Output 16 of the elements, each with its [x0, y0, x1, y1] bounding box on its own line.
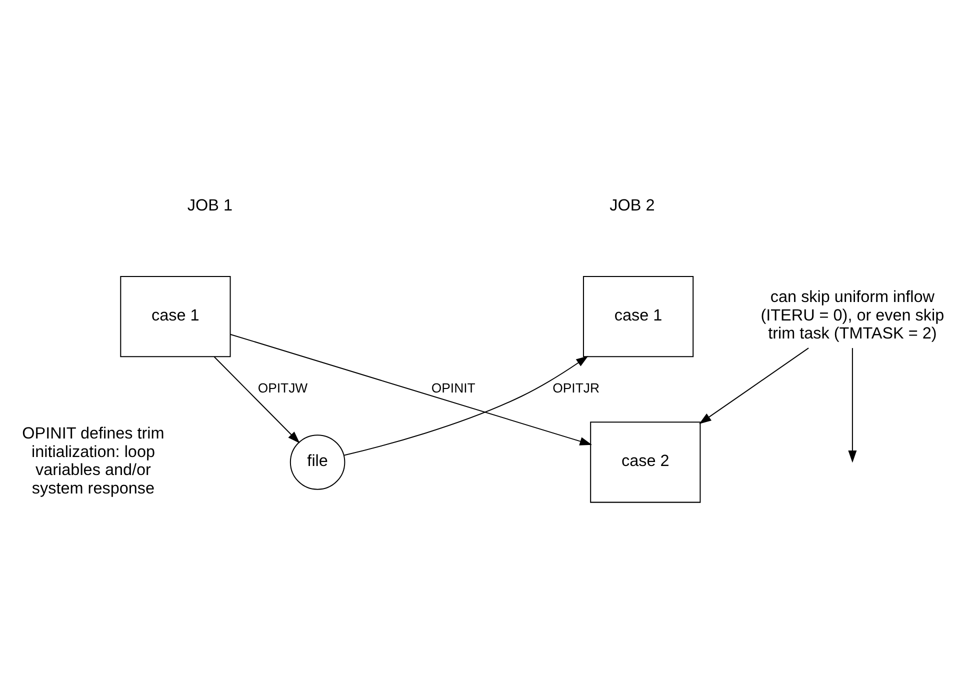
arrow — [344, 356, 588, 456]
node-box: case 2 — [590, 422, 700, 503]
arrow — [698, 348, 808, 424]
edge-label: OPINIT — [430, 380, 475, 396]
label: JOB 2 — [609, 196, 654, 214]
arrow — [848, 348, 856, 463]
arrow — [230, 334, 592, 446]
edge-label: OPITJR — [552, 380, 600, 396]
node-box: case 1 — [582, 276, 694, 358]
label: JOB 1 — [186, 196, 232, 214]
node-circle: file — [289, 434, 345, 490]
edge-label: OPITJW — [257, 380, 308, 396]
node-text: can skip uniform inflow (ITERU = 0), or even skip trim task (TMTASK = 2) — [760, 288, 944, 343]
node-box: case 1 — [120, 276, 230, 358]
label: OPINIT defines trim initialization: loop variables and/or system response — [22, 424, 164, 498]
arrow — [213, 356, 300, 444]
